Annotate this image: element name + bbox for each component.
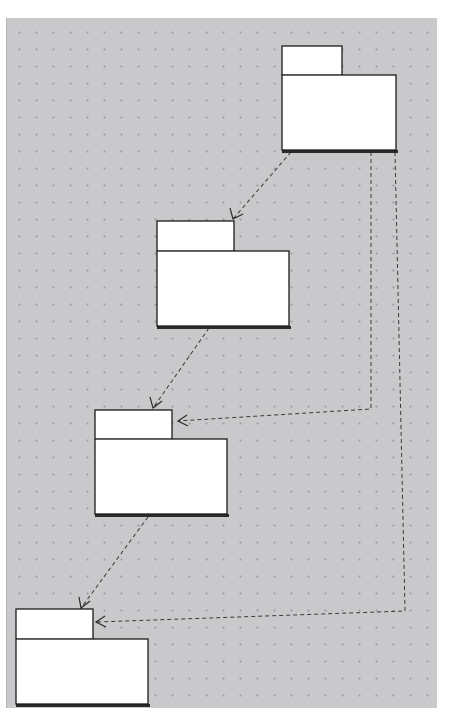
dependency-package-1-to-package-4[interactable] bbox=[95, 151, 406, 623]
dependency-arrowhead bbox=[78, 596, 91, 610]
package-body bbox=[156, 250, 290, 327]
package-shadow bbox=[157, 326, 291, 329]
dependency-package-3-to-package-4[interactable] bbox=[80, 516, 149, 609]
package-3[interactable] bbox=[94, 409, 229, 517]
package-tab bbox=[281, 45, 343, 76]
package-2[interactable] bbox=[156, 220, 291, 329]
dependency-layer bbox=[78, 151, 406, 628]
dependency-arrowhead bbox=[149, 396, 163, 410]
dependency-arrowhead bbox=[176, 414, 189, 427]
dependency-package-2-to-package-3[interactable] bbox=[152, 327, 210, 409]
dependency-package-1-to-package-2[interactable] bbox=[232, 151, 292, 220]
package-tab bbox=[94, 409, 173, 440]
package-4[interactable] bbox=[15, 608, 150, 707]
dependency-package-1-to-package-3[interactable] bbox=[177, 152, 372, 422]
dependency-arrowhead bbox=[229, 207, 244, 220]
dependency-arrowhead bbox=[94, 615, 107, 628]
package-body bbox=[94, 438, 228, 515]
package-body bbox=[281, 74, 397, 151]
package-shadow bbox=[95, 514, 229, 517]
package-shadow bbox=[282, 150, 398, 153]
package-shadow bbox=[16, 704, 150, 707]
package-tab bbox=[15, 608, 94, 640]
package-1[interactable] bbox=[281, 45, 398, 153]
package-tab bbox=[156, 220, 235, 252]
package-body bbox=[15, 638, 149, 705]
